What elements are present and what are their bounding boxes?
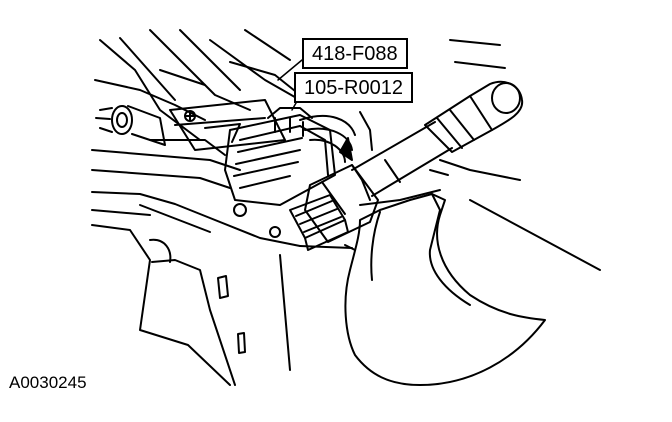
multifunction-switch-lever xyxy=(304,80,524,243)
bolt-left xyxy=(95,105,166,146)
tool-callout-2: 105-R0012 xyxy=(294,72,413,103)
background-right xyxy=(429,39,601,271)
wiring-harness xyxy=(299,111,373,163)
lower-structure xyxy=(91,139,353,386)
lower-panel-details xyxy=(149,203,281,354)
steering-column-shroud xyxy=(344,189,546,386)
pointer-arrow-icon xyxy=(339,137,353,161)
figure-id-label: A0030245 xyxy=(9,373,87,392)
switch-mounting-plate xyxy=(169,99,286,151)
electrical-connector xyxy=(289,194,349,251)
tool-callout-1: 418-F088 xyxy=(302,38,408,69)
switch-body xyxy=(224,107,336,206)
